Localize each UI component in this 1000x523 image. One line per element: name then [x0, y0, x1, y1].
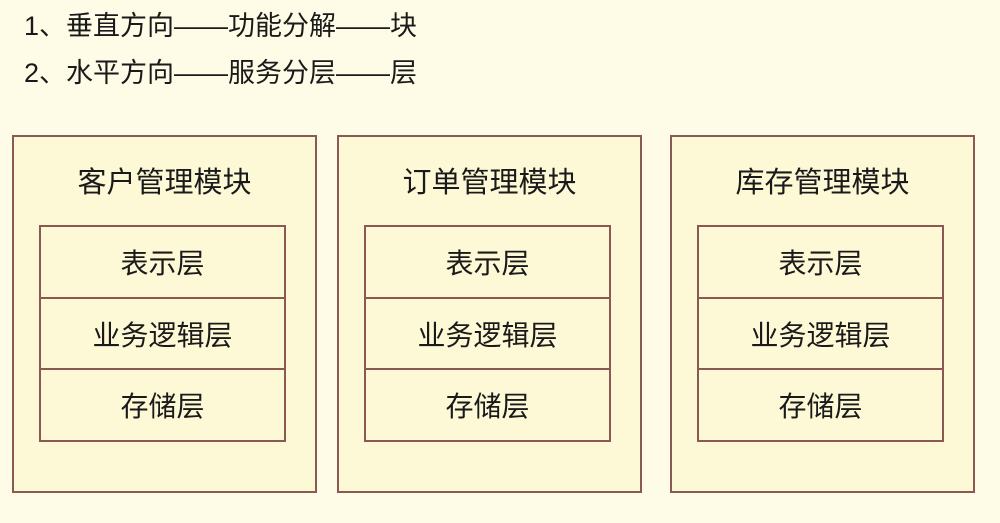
heading-line-horizontal: 2、水平方向——服务分层——层	[24, 58, 418, 88]
layer-business-logic: 业务逻辑层	[366, 299, 609, 371]
module-customer: 客户管理模块 表示层 业务逻辑层 存储层	[12, 135, 317, 493]
layer-storage: 存储层	[120, 390, 205, 424]
layer-storage: 存储层	[445, 390, 530, 424]
module-inventory: 库存管理模块 表示层 业务逻辑层 存储层	[670, 135, 975, 493]
layer-storage: 存储层	[778, 390, 863, 424]
layer-business-logic: 业务逻辑层	[699, 299, 942, 371]
heading-line-vertical: 1、垂直方向——功能分解——块	[24, 11, 418, 41]
module-order: 订单管理模块 表示层 业务逻辑层 存储层	[337, 135, 642, 493]
layer-presentation: 表示层	[41, 227, 284, 299]
layer-stack: 表示层 业务逻辑层 存储层	[364, 225, 611, 442]
module-title: 订单管理模块	[402, 165, 577, 199]
layer-stack: 表示层 业务逻辑层 存储层	[697, 225, 944, 442]
layer-presentation: 表示层	[699, 227, 942, 299]
layer-presentation: 表示层	[366, 227, 609, 299]
module-title: 客户管理模块	[77, 165, 252, 199]
layer-business-logic: 业务逻辑层	[41, 299, 284, 371]
layer-stack: 表示层 业务逻辑层 存储层	[39, 225, 286, 442]
module-title: 库存管理模块	[735, 165, 910, 199]
